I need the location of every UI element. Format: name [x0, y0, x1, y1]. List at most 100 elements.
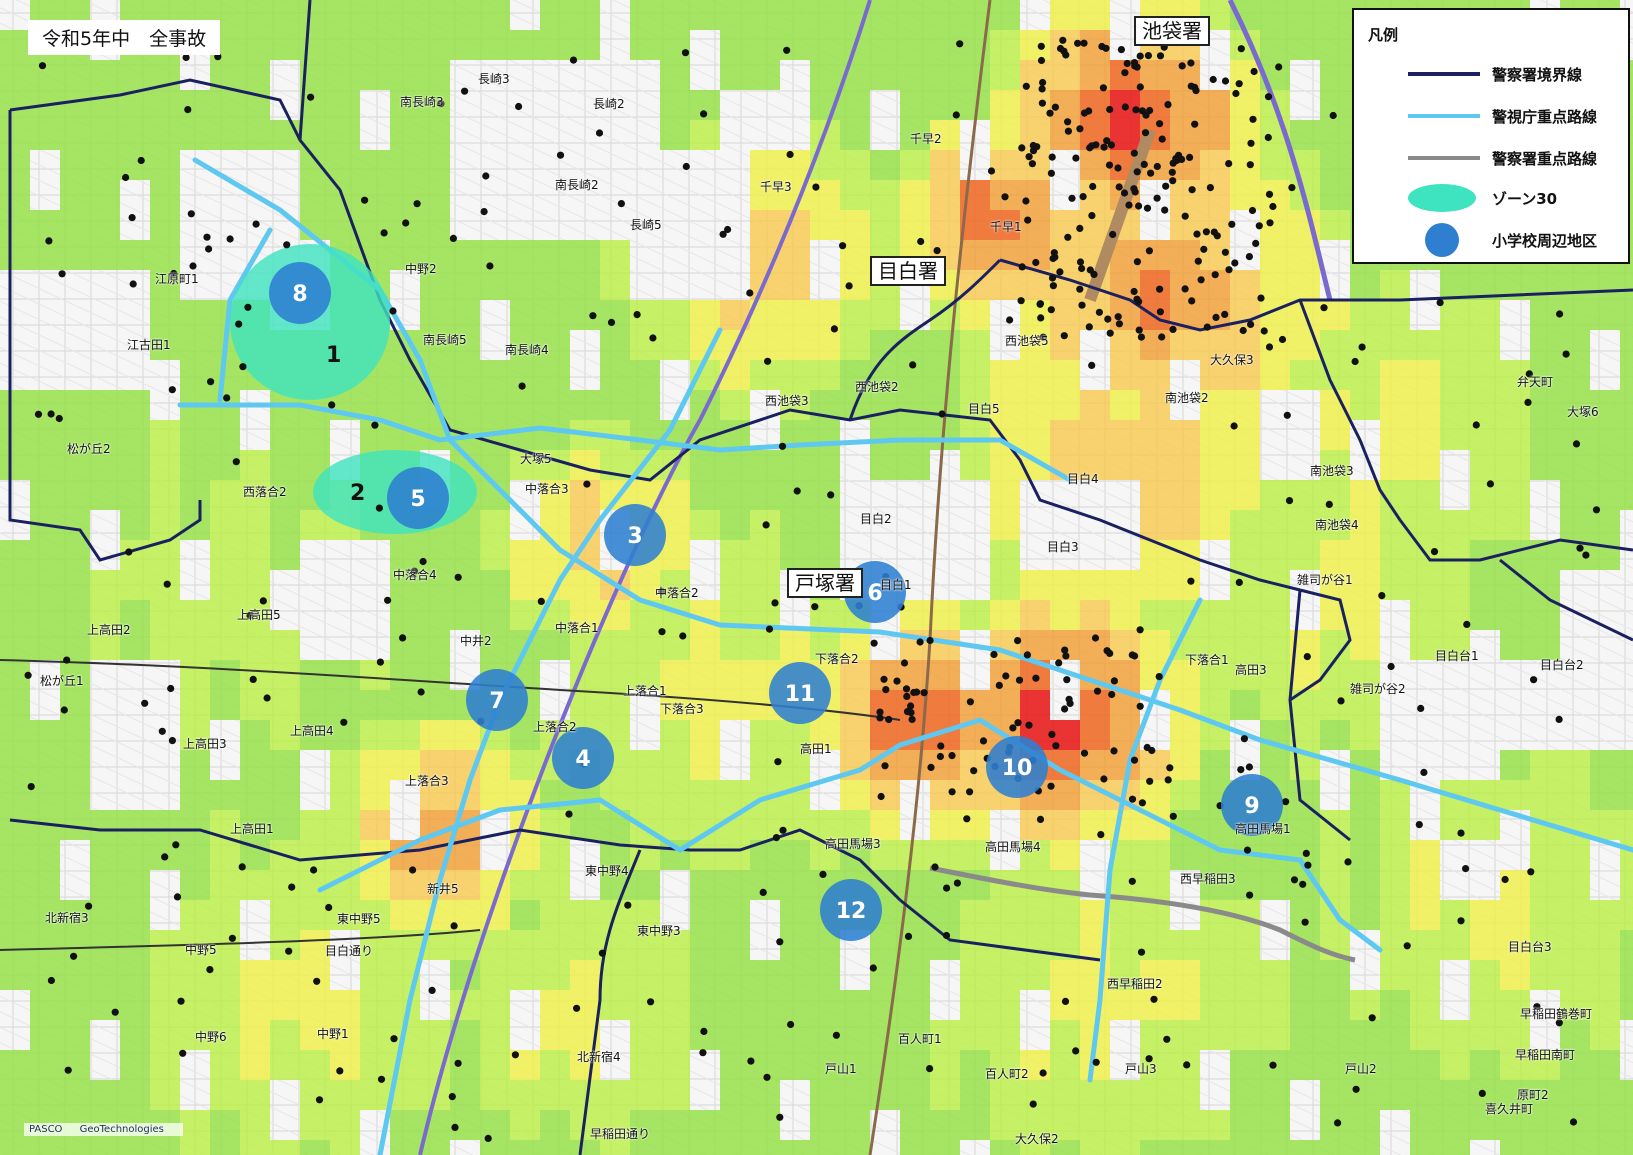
- place-name: 上落合2: [533, 720, 577, 734]
- school-district-12[interactable]: 12: [820, 879, 882, 941]
- accident-point: [573, 1004, 581, 1012]
- accident-point: [461, 87, 469, 95]
- school-district-10[interactable]: 10: [986, 736, 1048, 798]
- heat-cell: [1470, 510, 1500, 540]
- heat-cell: [1470, 360, 1500, 390]
- accident-point: [27, 783, 35, 791]
- heat-cell: [120, 630, 150, 660]
- heat-cell: [540, 300, 570, 330]
- heat-cell: [480, 630, 510, 660]
- accident-point: [966, 698, 975, 706]
- heat-cell: [840, 1080, 870, 1110]
- heat-cell: [720, 0, 750, 30]
- heat-cell: [480, 30, 510, 60]
- accident-point: [1029, 141, 1037, 150]
- heat-cell: [300, 1140, 330, 1155]
- heat-cell: [1020, 390, 1050, 420]
- heat-cell: [0, 1080, 30, 1110]
- school-district-9[interactable]: 9: [1221, 774, 1283, 836]
- accident-point: [1039, 1069, 1047, 1077]
- heat-cell: [150, 300, 180, 330]
- heat-cell: [870, 720, 900, 750]
- heat-cell: [1590, 390, 1620, 420]
- heat-cell: [750, 60, 780, 90]
- heat-cell: [0, 150, 30, 180]
- heat-cell: [1500, 960, 1530, 990]
- heat-cell: [660, 570, 690, 600]
- heat-cell: [180, 630, 210, 660]
- place-name: 上高田5: [237, 608, 281, 622]
- heat-cell: [1290, 510, 1320, 540]
- heat-cell: [510, 750, 540, 780]
- school-district-11[interactable]: 11: [769, 662, 831, 724]
- accident-point: [450, 922, 458, 930]
- heat-cell: [1140, 540, 1170, 570]
- accident-point: [877, 792, 885, 801]
- heat-cell: [30, 780, 60, 810]
- heat-cell: [30, 870, 60, 900]
- heat-cell: [1230, 270, 1260, 300]
- heat-cell: [420, 180, 450, 210]
- heat-cell: [1140, 630, 1170, 660]
- school-district-8[interactable]: 8: [269, 262, 331, 324]
- heat-cell: [1260, 210, 1290, 240]
- school-district-3[interactable]: 3: [604, 504, 666, 566]
- heat-cell: [900, 330, 930, 360]
- accident-point: [70, 952, 78, 960]
- school-district-5[interactable]: 5: [387, 467, 449, 529]
- heat-cell: [1140, 1110, 1170, 1140]
- heat-cell: [930, 750, 960, 780]
- heat-cell: [1200, 330, 1230, 360]
- heat-cell: [360, 810, 390, 840]
- heat-cell: [600, 360, 630, 390]
- heat-cell: [1530, 630, 1560, 660]
- heat-cell: [780, 510, 810, 540]
- accident-point: [990, 650, 998, 659]
- heat-cell: [180, 300, 210, 330]
- heat-cell: [630, 30, 660, 60]
- accident-point: [772, 834, 781, 842]
- heat-cell: [330, 1020, 360, 1050]
- accident-point: [1136, 52, 1144, 60]
- heat-cell: [870, 780, 900, 810]
- heat-cell: [390, 870, 420, 900]
- heat-cell: [840, 270, 870, 300]
- accident-point: [948, 788, 956, 796]
- heat-cell: [180, 480, 210, 510]
- legend-item-station-route: 警察署重点路線: [1354, 138, 1628, 178]
- heat-cell: [870, 1080, 900, 1110]
- heat-cell: [750, 150, 780, 180]
- accident-point: [428, 986, 436, 995]
- accident-point: [1247, 139, 1255, 147]
- heat-cell: [240, 510, 270, 540]
- heat-cell: [1230, 60, 1260, 90]
- heat-cell: [810, 720, 840, 750]
- school-district-4[interactable]: 4: [552, 727, 614, 789]
- heat-cell: [360, 150, 390, 180]
- heat-cell: [120, 240, 150, 270]
- heat-cell: [1590, 450, 1620, 480]
- zone30-label-1: 1: [326, 343, 341, 368]
- mpd-route-swatch: [1408, 114, 1480, 118]
- heat-cell: [570, 1050, 600, 1080]
- accident-point: [58, 270, 66, 278]
- heat-cell: [1080, 990, 1110, 1020]
- school-district-7[interactable]: 7: [466, 669, 528, 731]
- heat-cell: [90, 240, 120, 270]
- accident-point: [454, 1059, 462, 1067]
- accident-point: [1457, 829, 1465, 837]
- accident-point: [1221, 310, 1229, 318]
- heat-cell: [390, 0, 420, 30]
- heat-cell: [540, 1050, 570, 1080]
- accident-point: [1501, 875, 1509, 884]
- heat-cell: [1500, 600, 1530, 630]
- accident-point: [376, 658, 384, 666]
- heat-cell: [870, 150, 900, 180]
- heat-cell: [1320, 450, 1350, 480]
- heat-cell: [960, 900, 990, 930]
- heat-cell: [1260, 150, 1290, 180]
- heat-cell: [30, 210, 60, 240]
- heat-cell: [510, 900, 540, 930]
- heat-cell: [1260, 630, 1290, 660]
- heat-cell: [1320, 60, 1350, 90]
